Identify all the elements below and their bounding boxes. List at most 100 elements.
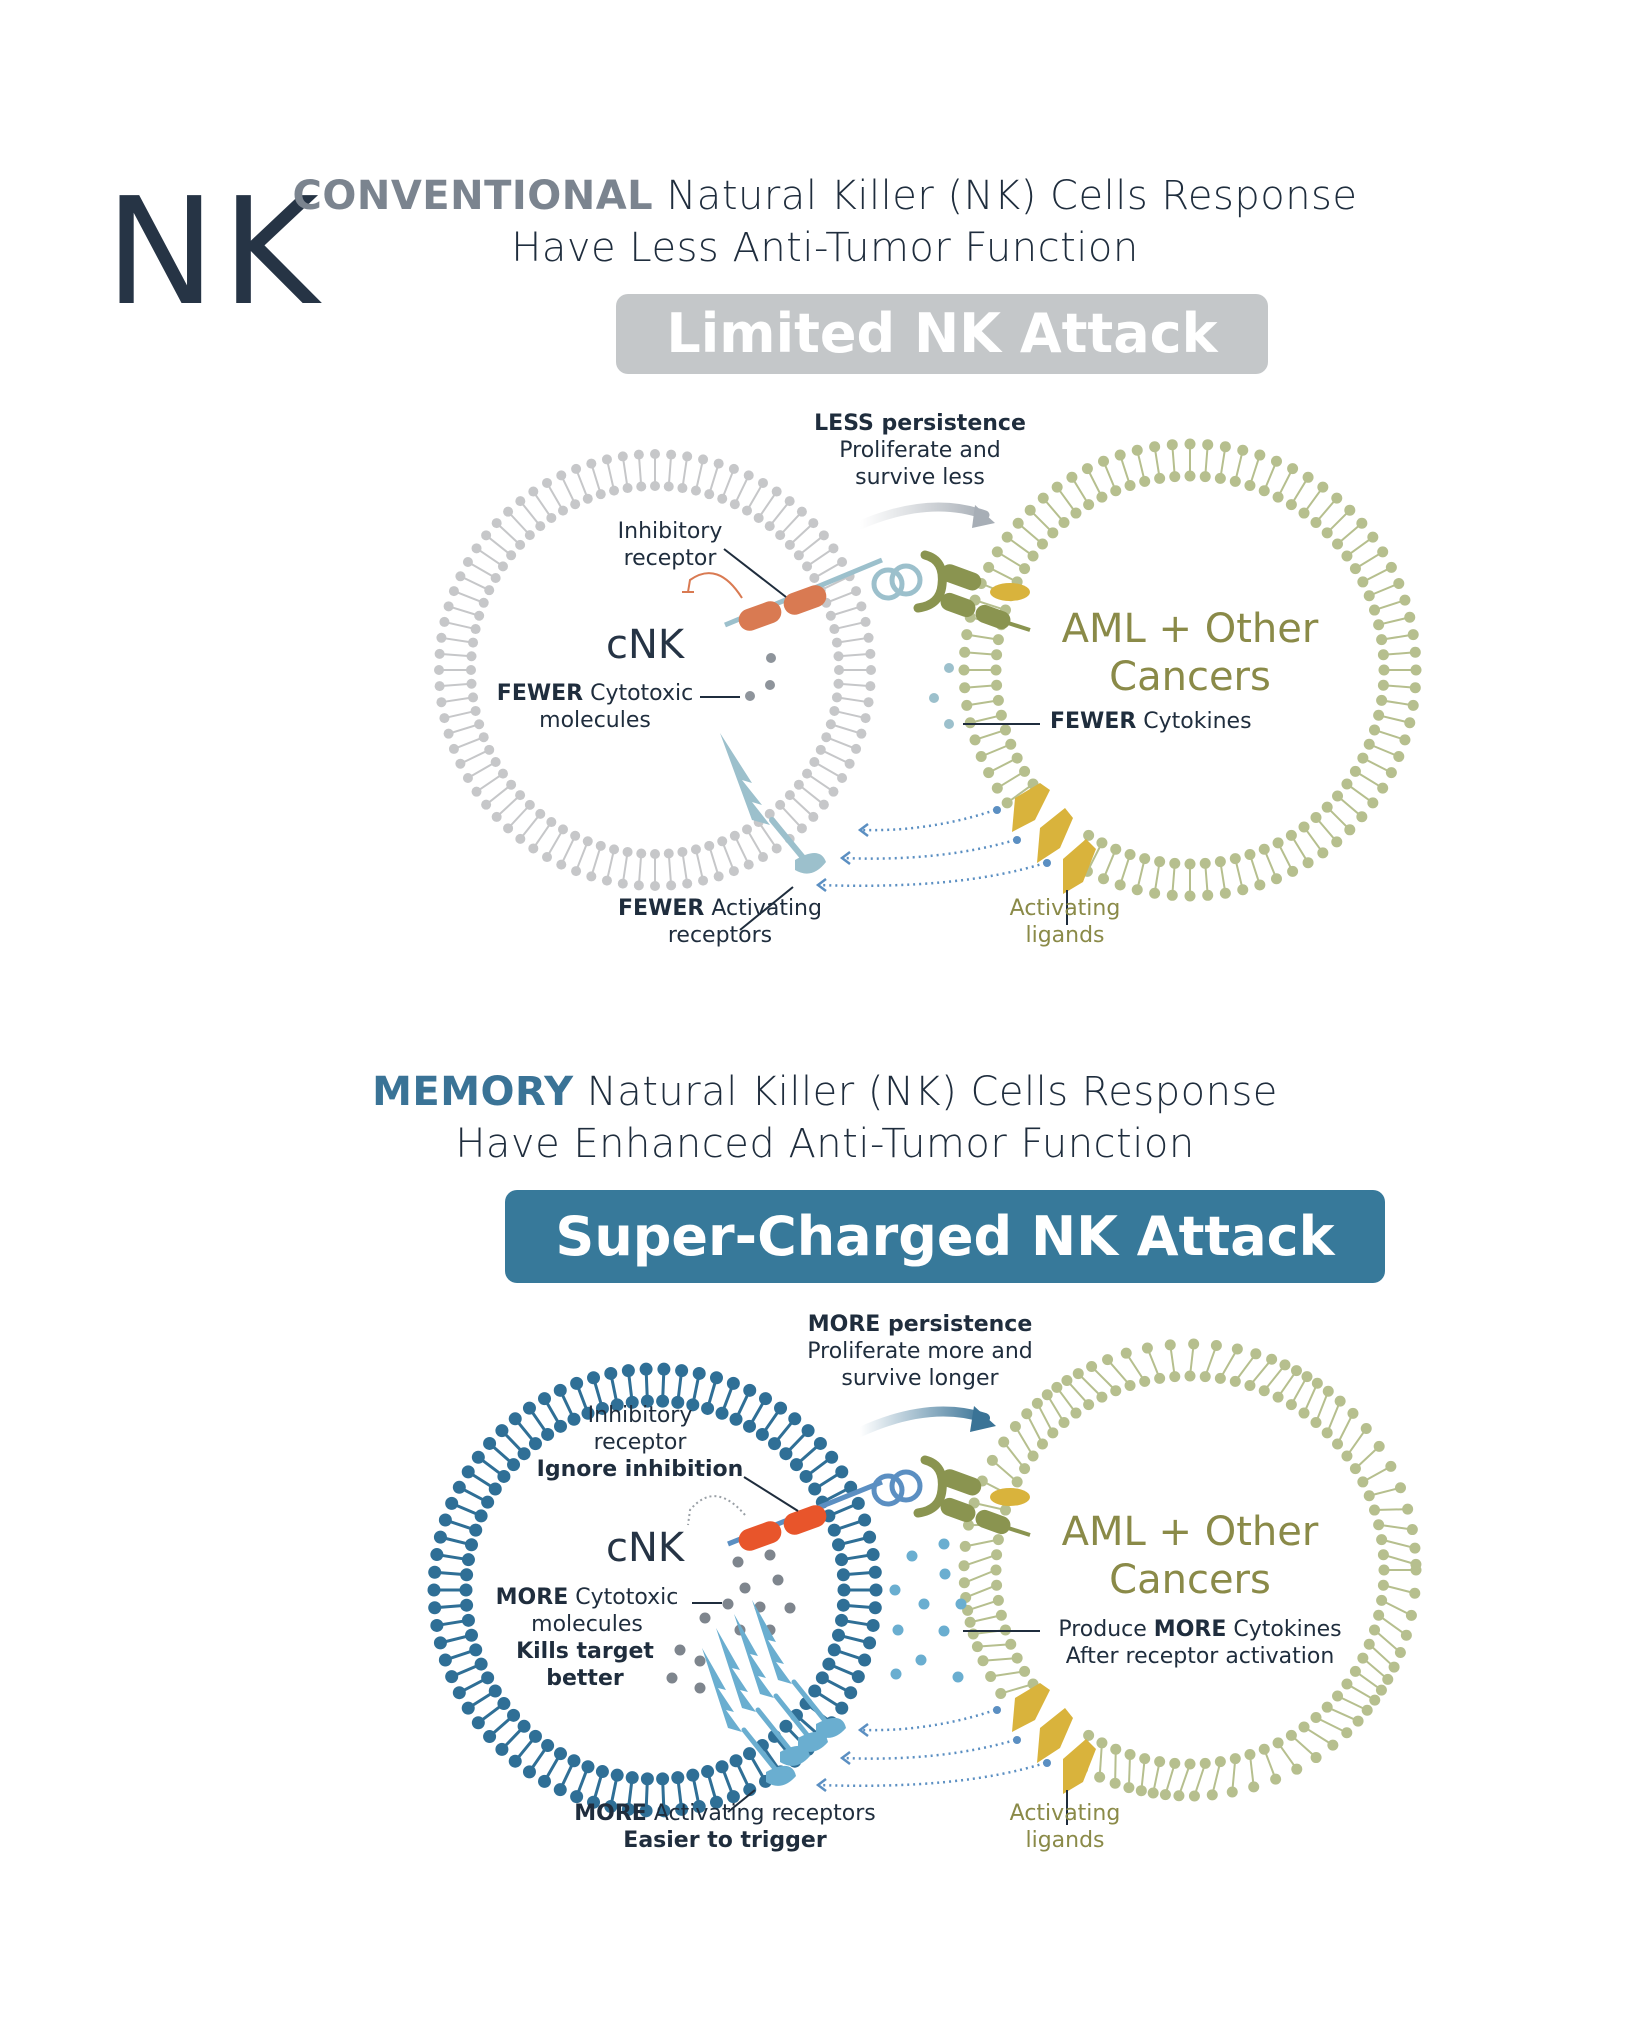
lipid [686, 1768, 706, 1814]
cytotoxic-molecule [694, 1682, 706, 1694]
lipid [481, 779, 517, 810]
lipid [471, 1450, 511, 1483]
lipid [834, 665, 876, 675]
lipid [704, 840, 724, 882]
lipid [586, 840, 606, 882]
lipid [1310, 812, 1343, 848]
activating-receptor [702, 1648, 796, 1786]
cytotoxic-molecule [666, 1672, 678, 1684]
lipid [553, 1754, 581, 1797]
lipid [1135, 1753, 1151, 1797]
lipid [827, 1513, 872, 1537]
cytokine [915, 1654, 927, 1666]
lipid [1072, 1368, 1108, 1403]
lipid [1298, 481, 1329, 519]
lipid [570, 1760, 595, 1804]
cytotoxic-molecule [745, 691, 755, 701]
lipid [461, 1684, 502, 1715]
activating-receptors [702, 1600, 846, 1786]
lipid [1272, 1737, 1303, 1775]
memory-heading-line2: Have Enhanced Anti-Tumor Function [455, 1121, 1195, 1167]
lipid [1373, 1519, 1418, 1536]
lipid [1131, 444, 1151, 487]
lipid [1041, 1389, 1070, 1428]
lipid [556, 830, 581, 870]
lipid [433, 1530, 478, 1552]
lipid [755, 1401, 788, 1441]
lipid [1285, 829, 1314, 869]
lipid [835, 1613, 880, 1632]
cytokine [892, 1624, 904, 1636]
activating-receptor [752, 1600, 846, 1738]
inhibitory-line2: receptor [593, 1430, 687, 1455]
lipid [991, 546, 1031, 575]
lipid [1166, 857, 1181, 901]
lipid [633, 848, 647, 891]
lipid [455, 744, 495, 769]
ligands-line1: Activating [1009, 896, 1121, 921]
lipid [701, 1371, 723, 1415]
lipid [985, 1665, 1031, 1682]
mhc-ligand-arm [975, 1509, 1011, 1535]
lipid [1298, 1721, 1339, 1751]
signal-arrow-dots [993, 1706, 1051, 1767]
cytotoxic-bold: FEWER [496, 681, 584, 706]
cytokines-rest: Cytokines [1136, 709, 1252, 734]
lipid [833, 648, 876, 662]
more-cytotoxic-label: MORE Cytotoxic molecules [482, 1584, 692, 1638]
more-activating-receptors-label: MORE Activating receptors Easier to trig… [560, 1800, 890, 1854]
lipid [1258, 1359, 1291, 1397]
lipid [587, 1371, 609, 1415]
lipid [836, 1598, 882, 1615]
lipid [1024, 504, 1059, 539]
lipid [815, 1671, 858, 1700]
conventional-diagram [434, 438, 1422, 931]
lipid [430, 1548, 475, 1567]
lipid [1051, 1381, 1082, 1419]
lipid [1369, 1624, 1406, 1659]
receptor-ring [889, 563, 923, 597]
lipid [1373, 1609, 1412, 1641]
conventional-heading-bold: CONVENTIONAL [292, 173, 654, 219]
cytokine [938, 1538, 950, 1550]
lipid [821, 586, 862, 608]
lipid [471, 543, 508, 572]
signal-arrow-dots [993, 806, 1051, 867]
lipid [784, 790, 819, 822]
cytotoxic-molecule [765, 680, 775, 690]
activating-receptors-leader-line [727, 1789, 756, 1813]
lipid [829, 616, 871, 635]
lipid [570, 1376, 595, 1420]
lipid [462, 757, 501, 783]
lipid [443, 719, 485, 739]
lipid [604, 1768, 624, 1814]
lipid [802, 768, 839, 797]
fewer-cytotoxic-label: FEWER Cytotoxic molecules [480, 680, 710, 734]
signal-arrowheads [815, 823, 869, 892]
activating-receptors-line2: receptors [667, 923, 773, 948]
lipid [1120, 1347, 1151, 1387]
lipid [789, 1436, 827, 1472]
lipid [1001, 778, 1039, 809]
lipid [538, 1747, 567, 1788]
lipid [837, 1583, 883, 1597]
cytokine [955, 1598, 967, 1610]
receptor-ring [871, 1473, 905, 1507]
lipid [434, 678, 477, 692]
lipid [1258, 455, 1282, 497]
lipid [958, 1564, 1002, 1589]
lipid [1363, 1638, 1400, 1673]
peptide-ellipse [990, 1488, 1030, 1506]
lipid [775, 799, 807, 834]
signal-arrowheads [815, 1723, 869, 1792]
persistence-arrow [855, 1406, 990, 1437]
cytotoxic-molecule [722, 1598, 734, 1610]
lipid [650, 449, 660, 491]
lipid [481, 530, 517, 561]
persistence-arrowhead [970, 1406, 996, 1432]
lipid [1298, 1377, 1323, 1419]
lipid [617, 451, 633, 494]
cnk-cell-name: cNK [606, 622, 685, 668]
lipid [753, 486, 782, 523]
lipid [825, 601, 867, 621]
